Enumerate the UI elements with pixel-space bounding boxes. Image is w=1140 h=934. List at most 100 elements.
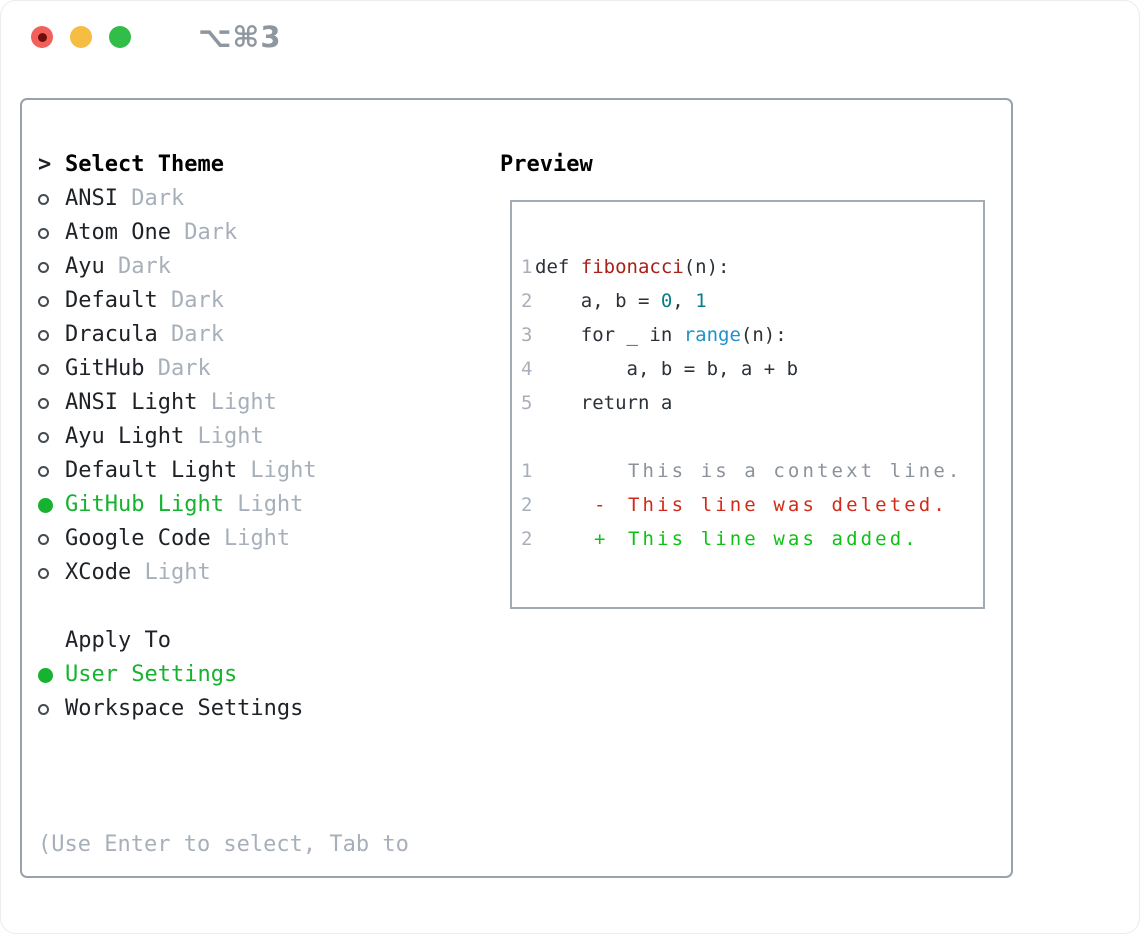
- unsaved-dot-icon: [37, 32, 47, 42]
- radio-selected-icon: [38, 667, 53, 683]
- theme-option-variant: Light: [210, 526, 291, 551]
- radio-icon: [38, 703, 49, 715]
- diff-line-text: This is a context line.: [628, 460, 963, 482]
- theme-option-name: ANSI: [65, 186, 118, 211]
- hint-line-1: (Use Enter to select, Tab to: [38, 832, 409, 857]
- theme-option-name: GitHub: [65, 356, 145, 381]
- diff-marker: -: [594, 494, 606, 516]
- theme-option[interactable]: XCode Light: [22, 556, 492, 590]
- code-line: 3 for _ in range(n):: [512, 318, 983, 352]
- diff-line-added: 2 + This line was added.: [512, 522, 983, 556]
- theme-option-name: ANSI Light: [65, 390, 198, 415]
- diff-marker: +: [594, 528, 606, 550]
- code-line-content: a, b = b, a + b: [535, 358, 799, 380]
- window-shortcut-label: ⌥⌘3: [198, 20, 282, 54]
- line-number: 1: [521, 460, 533, 482]
- theme-option[interactable]: Google Code Light: [22, 522, 492, 556]
- theme-option-name: GitHub Light: [65, 492, 224, 517]
- theme-option-name: Ayu Light: [65, 424, 185, 449]
- theme-option-variant: Dark: [104, 254, 171, 279]
- radio-icon: [38, 227, 49, 239]
- line-number: 2: [521, 494, 533, 516]
- code-line: 5 return a: [512, 386, 983, 420]
- line-number: 1: [521, 256, 533, 278]
- radio-icon: [38, 261, 49, 273]
- radio-icon: [38, 567, 49, 579]
- line-number: 4: [521, 358, 533, 380]
- theme-option-variant: Light: [197, 390, 277, 415]
- theme-option-variant: Light: [237, 458, 317, 483]
- code-line-content: a, b = 0, 1: [535, 290, 707, 312]
- minimize-button[interactable]: [70, 26, 92, 48]
- theme-option-variant: Light: [184, 424, 264, 449]
- theme-option-variant: Light: [223, 492, 304, 517]
- theme-option[interactable]: GitHub Light Light: [22, 488, 492, 522]
- apply-to-title: Apply To: [65, 628, 171, 653]
- theme-option-variant: Dark: [144, 356, 211, 381]
- line-number: 5: [521, 392, 533, 414]
- diff-line-text: This line was added.: [628, 528, 919, 550]
- diff-line-context: 1 This is a context line.: [512, 454, 983, 488]
- theme-option[interactable]: ANSI Dark: [22, 182, 492, 216]
- theme-option-variant: Dark: [170, 220, 238, 245]
- diff-marker: [594, 454, 605, 488]
- theme-option-name: Default Light: [65, 458, 238, 483]
- hint-text: (Use Enter to select, Tab to change focu…: [22, 760, 492, 934]
- diff-line-text: This line was deleted.: [628, 494, 948, 516]
- theme-option[interactable]: Dracula Dark: [22, 318, 492, 352]
- theme-option[interactable]: GitHub Dark: [22, 352, 492, 386]
- line-number: 2: [521, 290, 533, 312]
- apply-to-option-label: User Settings: [65, 662, 238, 687]
- theme-option[interactable]: Default Dark: [22, 284, 492, 318]
- theme-option-variant: Light: [131, 560, 211, 585]
- zoom-button[interactable]: [109, 26, 131, 48]
- line-number: 2: [521, 528, 533, 550]
- theme-option[interactable]: Ayu Dark: [22, 250, 492, 284]
- code-line: 4 a, b = b, a + b: [512, 352, 983, 386]
- line-number: 3: [521, 324, 533, 346]
- close-button[interactable]: [31, 26, 53, 48]
- theme-option[interactable]: Default Light Light: [22, 454, 492, 488]
- theme-option-name: Default: [65, 288, 158, 313]
- diff-line-deleted: 2 -This line was deleted.: [512, 488, 983, 522]
- code-line-content: def fibonacci(n):: [535, 256, 730, 278]
- theme-option-variant: Dark: [157, 322, 224, 347]
- theme-option[interactable]: Ayu Light Light: [22, 420, 492, 454]
- select-theme-title: Select Theme: [65, 152, 224, 177]
- radio-icon: [38, 397, 49, 409]
- radio-selected-icon: [38, 497, 53, 513]
- radio-icon: [38, 295, 49, 307]
- diff-preview: 1 This is a context line. 2 -This line was…: [512, 454, 983, 556]
- theme-option-name: Google Code: [65, 526, 211, 551]
- radio-icon: [38, 533, 49, 545]
- hint-line-2: change focus): [38, 930, 492, 934]
- radio-icon: [38, 465, 49, 477]
- radio-icon: [38, 431, 49, 443]
- theme-option[interactable]: Atom One Dark: [22, 216, 492, 250]
- apply-to-option[interactable]: Workspace Settings: [22, 692, 492, 726]
- titlebar: ⌥⌘3: [31, 20, 281, 54]
- theme-option-name: Dracula: [65, 322, 158, 347]
- prompt-caret-icon: >: [38, 152, 52, 177]
- theme-option-name: Atom One: [65, 220, 171, 245]
- apply-to-option-label: Workspace Settings: [65, 696, 304, 721]
- apply-to-option[interactable]: User Settings: [22, 658, 492, 692]
- theme-option-name: XCode: [65, 560, 132, 585]
- apply-to-header: Apply To: [22, 624, 492, 658]
- code-line-content: return a: [535, 392, 673, 414]
- theme-option-name: Ayu: [65, 254, 105, 279]
- theme-option[interactable]: ANSI Light Light: [22, 386, 492, 420]
- theme-option-variant: Dark: [117, 186, 185, 211]
- radio-icon: [38, 329, 49, 341]
- preview-title: Preview: [500, 152, 593, 177]
- code-line-content: for _ in range(n):: [535, 324, 787, 346]
